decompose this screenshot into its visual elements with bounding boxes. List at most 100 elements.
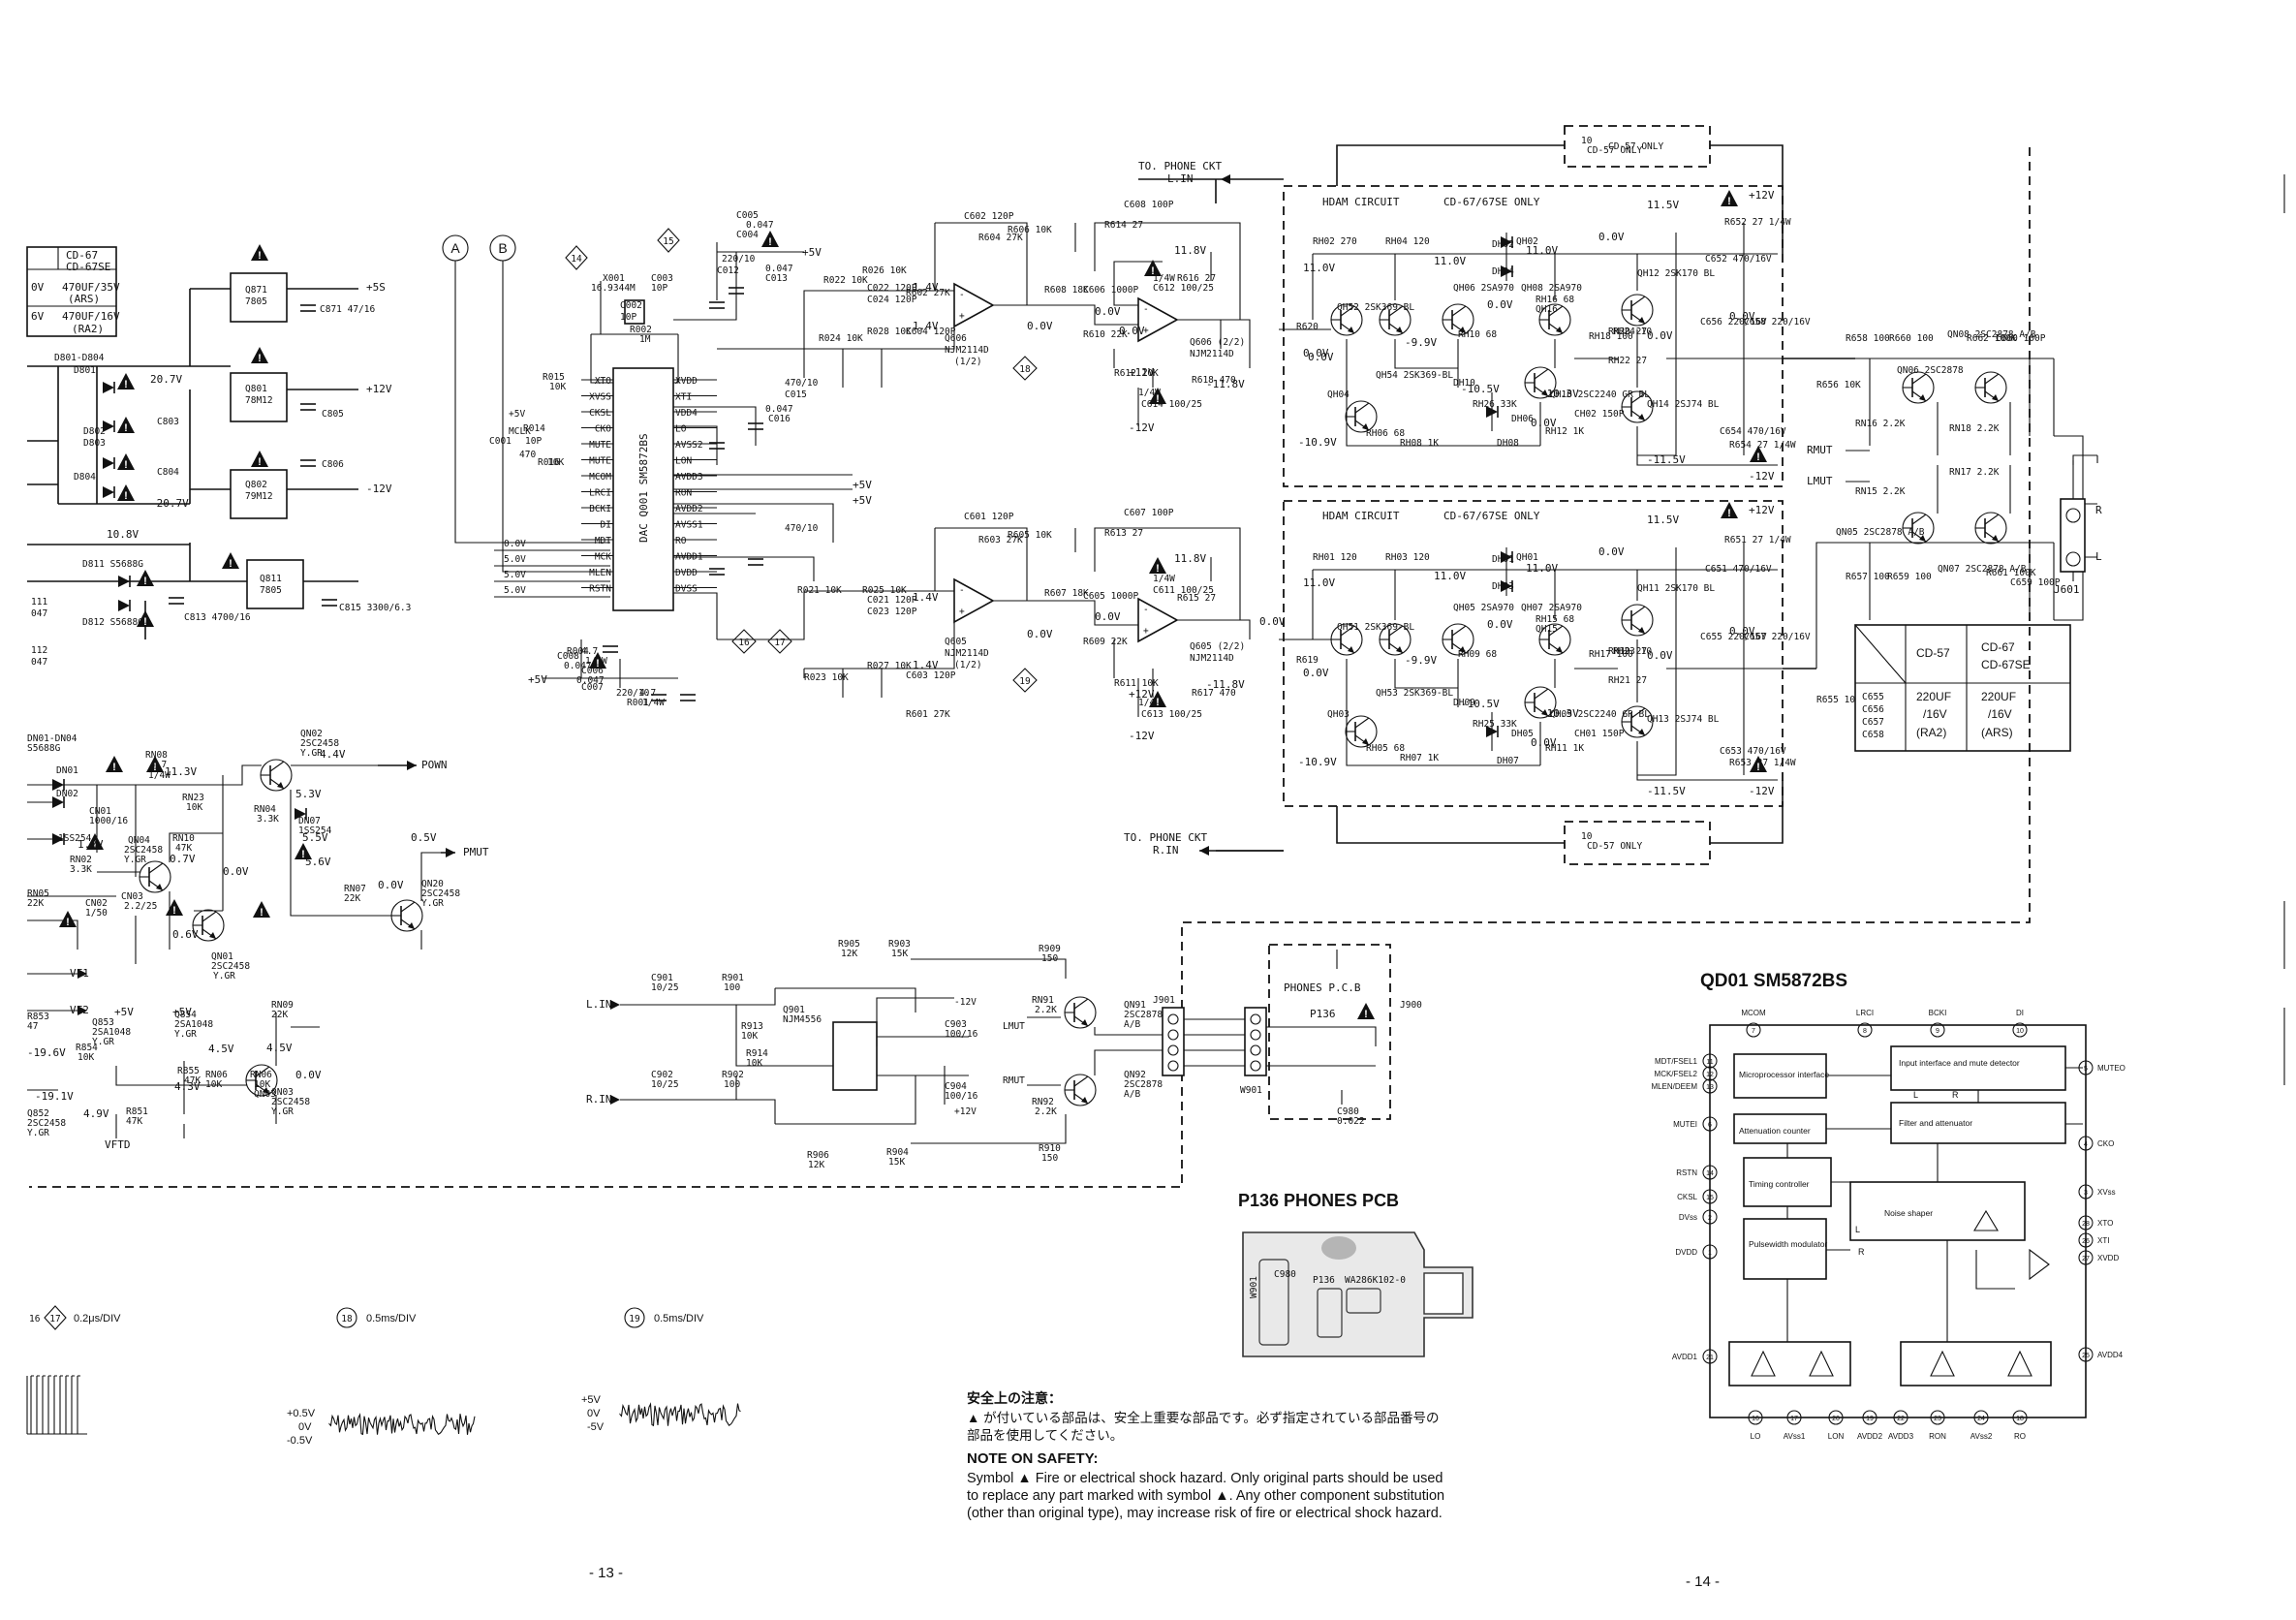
part-label: RN09 xyxy=(271,1000,294,1011)
part-label: 47 xyxy=(27,1021,38,1032)
pin-label: XVSS xyxy=(589,392,611,403)
rail-label: +12V xyxy=(366,383,392,395)
board-boundary xyxy=(29,147,2031,1188)
voltage-label: -12V xyxy=(1129,421,1155,434)
pin-label: XVDD xyxy=(675,376,698,387)
part-label: 0.047 xyxy=(746,220,774,231)
regulator-q811 xyxy=(246,559,304,609)
block-label: Attenuation counter xyxy=(1739,1126,1811,1136)
part-label: C023 120P xyxy=(867,607,917,617)
pin-label: AVDD2 xyxy=(675,504,703,514)
block-driver-l xyxy=(1728,1341,1851,1386)
table-cell: 220UF xyxy=(1916,690,1951,703)
reg-part: 79M12 xyxy=(245,491,273,502)
block-lr: R xyxy=(1858,1247,1865,1257)
marker-label: 18 xyxy=(341,1314,353,1324)
voltage-label: -10.3V xyxy=(1540,388,1579,400)
voltage-label: 4.3V xyxy=(174,1080,201,1093)
pin-circle xyxy=(1857,1022,1873,1038)
voltage-label: 11.0V xyxy=(1303,576,1335,589)
net-label: POWN xyxy=(421,759,448,771)
part-label: D801-D804 xyxy=(54,353,105,363)
part-label: DN02 xyxy=(56,789,78,799)
table-cell: 220UF xyxy=(1981,690,2016,703)
pin-number: 21 xyxy=(1706,1355,1714,1361)
part-label: C003 xyxy=(651,273,673,284)
safety-en-body: (other than original type), may increase… xyxy=(967,1506,1443,1521)
pin-number: 27 xyxy=(2082,1256,2090,1262)
voltage-label: 0.0V xyxy=(1598,231,1625,243)
block-label: Pulsewidth modulator xyxy=(1749,1239,1827,1249)
part-label: R613 27 xyxy=(1104,528,1143,539)
marker-17 xyxy=(767,629,792,654)
part-label: 10K xyxy=(549,382,566,392)
part-label: 47K xyxy=(126,1116,142,1127)
pin-number: 5 xyxy=(2084,1066,2088,1073)
psu-volt: 6V xyxy=(31,310,45,323)
block-label: Filter and attenuator xyxy=(1899,1118,1972,1128)
table-cell: C655 xyxy=(1862,692,1884,702)
marker-label: A xyxy=(450,240,460,256)
part-label: RH07 1K xyxy=(1400,753,1439,763)
part-label: Y.GR xyxy=(27,1128,49,1138)
scope-trace-17 xyxy=(26,1375,87,1435)
transistor-icon xyxy=(390,899,423,932)
pin-name: MUTEI xyxy=(1673,1120,1697,1129)
part-label: 1M xyxy=(639,334,651,345)
voltage-label: 0.0V xyxy=(1647,329,1673,342)
block-lr: R xyxy=(1952,1090,1959,1100)
pin-name: RSTN xyxy=(1676,1168,1697,1177)
part-label: QN04 xyxy=(128,835,150,846)
part-label: 470/10 xyxy=(785,378,819,389)
voltage-label: 0.0V xyxy=(1647,649,1673,662)
pin-number: 28 xyxy=(2082,1221,2090,1228)
part-label: R659 100 xyxy=(1887,572,1932,582)
part-label: DN01-DN04 xyxy=(27,733,78,744)
part-label: R603 27K xyxy=(978,535,1023,545)
pin-circle xyxy=(1702,1066,1718,1081)
warning-icon xyxy=(251,244,268,262)
part-label: R028 10K xyxy=(867,327,912,337)
part-label: DH10 xyxy=(1453,378,1475,389)
part-label: 1/4W xyxy=(1138,388,1161,398)
block-input-interface xyxy=(1890,1045,2066,1091)
part-label: R612 10K xyxy=(1114,368,1159,379)
part-label: C604 120P xyxy=(906,327,956,337)
buffer-icon xyxy=(1809,1350,1834,1377)
part-label: 47K xyxy=(175,843,192,854)
voltage-label: -11.8V xyxy=(1206,378,1245,390)
part-label: DN01 xyxy=(56,765,78,776)
pcb-silk: WA286K102-0 xyxy=(1345,1275,1406,1286)
capacitor-icon xyxy=(747,558,764,566)
voltage-label: +5V xyxy=(172,1006,192,1018)
voltage-label: 11.0V xyxy=(1526,244,1558,257)
voltage-label: 0.0V xyxy=(1119,325,1145,337)
part-label: X001 xyxy=(603,273,625,284)
part-label: R608 18K xyxy=(1044,285,1089,296)
part-label: R905 xyxy=(838,939,860,950)
dac-right-pins: XVDDXTIVDD4LOAVSS2LONAVDD3RONAVDD2AVSS1R… xyxy=(673,376,717,595)
marker-label: 19 xyxy=(629,1314,640,1324)
table-cell: /16V xyxy=(1923,707,1947,721)
part-label: R616 27 xyxy=(1177,273,1216,284)
net-label: +5V xyxy=(509,409,525,420)
part-label: NJM2114D xyxy=(1190,653,1234,664)
phones-pcb-label: PHONES P.C.B xyxy=(1284,981,1361,994)
marker-19 xyxy=(1012,668,1038,693)
rail-label: +5S xyxy=(366,281,386,294)
part-label: QN20 xyxy=(421,879,444,889)
part-label: RH03 120 xyxy=(1385,552,1430,563)
hdam-title: HDAM CIRCUIT xyxy=(1322,196,1400,208)
scope-timebase: 0.2μs/DIV xyxy=(74,1313,121,1324)
part-label: 4.7 xyxy=(639,688,656,699)
pin-number: 1 xyxy=(1708,1250,1712,1257)
part-label: 16.9344M xyxy=(591,283,636,294)
scope-timebase: 0.5ms/DIV xyxy=(654,1313,704,1324)
part-label: R004 xyxy=(567,646,589,657)
p136-pcb: P136 PHONES PCB C980 P136 WA286K102-0 W9… xyxy=(1238,1191,1474,1357)
scope-timebase: 0.5ms/DIV xyxy=(366,1313,417,1324)
voltage-label: 0.0V xyxy=(1487,618,1513,631)
part-label: 220/10 xyxy=(722,254,756,265)
